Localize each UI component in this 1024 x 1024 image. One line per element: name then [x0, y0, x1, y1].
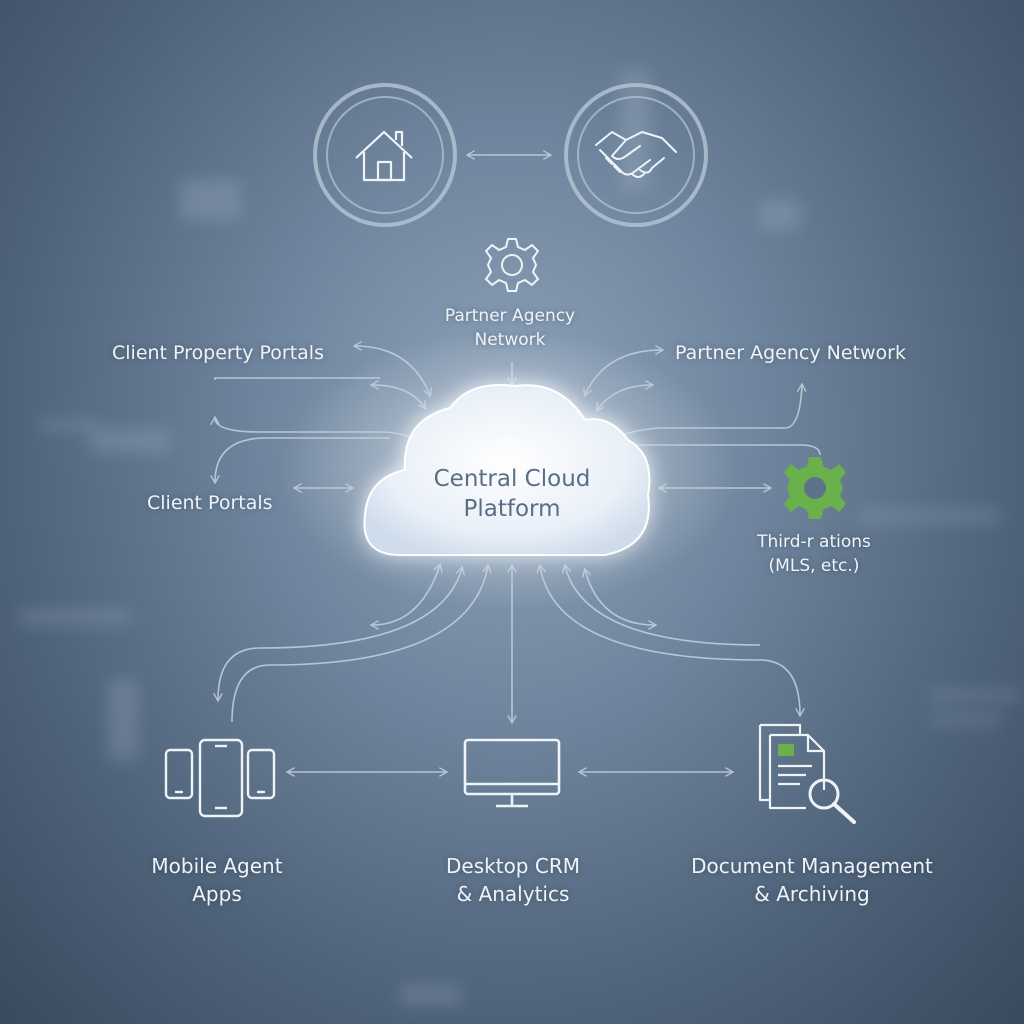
house-circle-node [313, 83, 457, 227]
document-management-label: Document Management & Archiving [691, 852, 933, 908]
handshake-icon [595, 131, 677, 178]
client-portals-label: Client Portals [147, 492, 273, 514]
top-center-label-line1: Partner Agency [444, 306, 576, 326]
connector-lines [215, 155, 821, 772]
third-party-integrations-label: Third-r ations (MLS, etc.) [757, 530, 871, 578]
central-cloud [363, 384, 651, 556]
top-center-label-line2: Network [474, 330, 546, 350]
document-search-icon [758, 723, 856, 824]
handshake-circle-node [564, 83, 708, 227]
central-cloud-label: Central Cloud Platform [434, 464, 591, 524]
gear-icon [484, 238, 540, 292]
client-property-portals-label: Client Property Portals [112, 342, 324, 364]
third-party-line1: Third-r ations [757, 532, 871, 552]
central-cloud-line2: Platform [463, 496, 561, 522]
desktop-crm-label: Desktop CRM & Analytics [446, 852, 580, 908]
mobile-devices-icon [164, 738, 276, 818]
monitor-icon [463, 738, 561, 808]
third-party-line2: (MLS, etc.) [768, 556, 860, 576]
central-cloud-line1: Central Cloud [433, 466, 591, 492]
desktop-crm-line1: Desktop CRM [446, 854, 580, 878]
mobile-agent-apps-label: Mobile Agent Apps [151, 852, 282, 908]
document-management-line1: Document Management [691, 854, 933, 878]
mobile-agent-apps-line2: Apps [192, 882, 242, 906]
green-gear-icon [784, 457, 846, 519]
desktop-crm-line2: & Analytics [456, 882, 570, 906]
mobile-agent-apps-line1: Mobile Agent [151, 854, 283, 878]
partner-agency-network-label: Partner Agency Network [675, 342, 906, 364]
document-management-line2: & Archiving [754, 882, 870, 906]
top-center-label: Partner Agency Network [445, 304, 575, 352]
house-icon [355, 130, 413, 182]
